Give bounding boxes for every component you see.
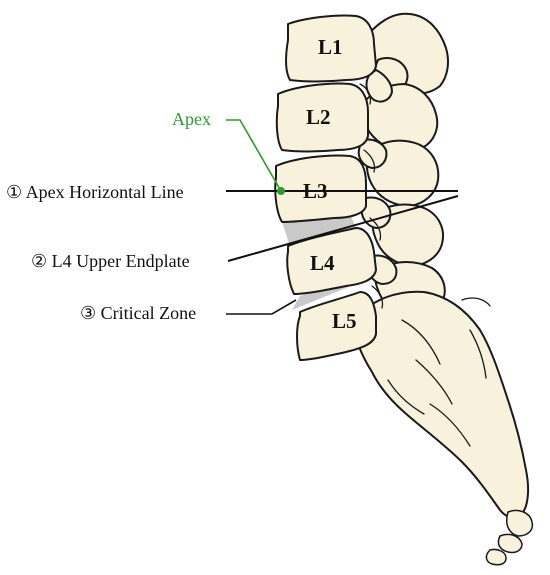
label-l5: L5 [332,309,357,333]
coccyx [485,509,534,566]
critical-zone-leader-line [226,299,297,315]
annotation-apex-horizontal-line: ① Apex Horizontal Line [6,182,184,202]
vertebral-bodies [274,14,377,361]
label-l4: L4 [310,251,335,275]
annotation-critical-zone: ③ Critical Zone [80,303,196,323]
sacrum [354,290,530,519]
label-l2: L2 [306,105,331,129]
apex-leader-line [226,119,282,192]
label-l1: L1 [318,35,343,59]
annotation-l4-upper-endplate: ② L4 Upper Endplate [31,251,190,271]
apex-label: Apex [172,109,211,129]
l4-upper-endplate-line [227,195,459,262]
apex-point-marker [277,187,285,195]
